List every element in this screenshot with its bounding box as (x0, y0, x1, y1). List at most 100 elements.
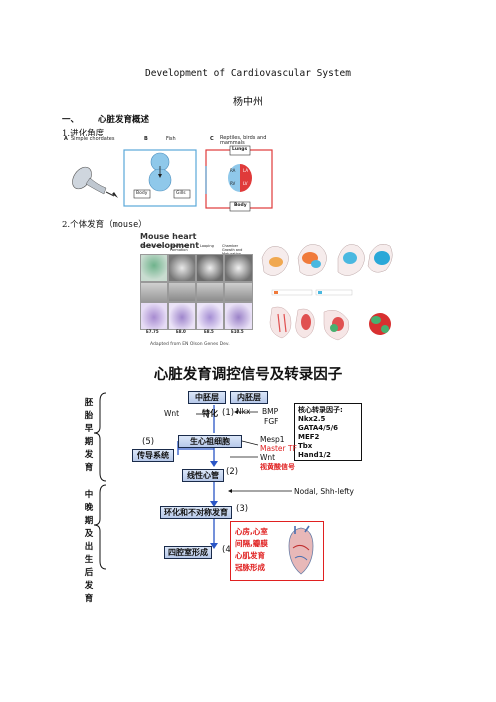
fish-gills-label: Gills (176, 191, 186, 196)
simple-chordate-heart (72, 166, 118, 198)
wnt-label: Wnt (164, 409, 180, 418)
author-name: 杨中州 (233, 97, 263, 108)
note-line-3: 心肌发育 (235, 551, 265, 560)
tf-gata: GATA4/5/6 (298, 424, 338, 432)
ontogeny-organism: mouse (112, 220, 139, 230)
endoderm-box: 内胚层 (230, 391, 268, 404)
note-line-2: 间隔,瓣膜 (235, 539, 268, 548)
day-e10-5: E10.5 (231, 329, 244, 334)
tf-tbx: Tbx (298, 442, 313, 450)
stage-tube-formation: Heart Tube Formation (170, 244, 190, 252)
embryo-outline-2 (297, 244, 327, 276)
embryo-photo-looping (196, 254, 224, 282)
day-e7-75: E7.75 (146, 329, 159, 334)
master-tf-label: Master TF (260, 444, 297, 453)
embryo-sem-looping (196, 282, 224, 302)
heart-field-diagram (261, 244, 393, 341)
tf-mef2: MEF2 (298, 433, 320, 441)
core-tf-box: 核心转录因子: Nkx2.5 GATA4/5/6 MEF2 Tbx Hand1/… (294, 403, 362, 461)
nodal-label: Nodal, Shh-lefty (294, 487, 354, 496)
panel-b-label: Fish (166, 136, 176, 142)
embryo-sem-tube (168, 282, 196, 302)
embryo-sem-chamber (224, 282, 253, 302)
stage-specification: Specification (142, 244, 165, 248)
note-line-1: 心房,心室 (235, 527, 268, 536)
early-development-label: 胚胎早期发育 (84, 398, 94, 473)
note-line-4: 冠脉形成 (235, 563, 265, 572)
lungs-label: Lungs (232, 147, 248, 152)
stage-day-row: E7.75 E8.0 E8.5 E10.5 (140, 329, 252, 335)
embryo-outline-3 (337, 244, 365, 276)
conduction-system-box: 传导系统 (132, 449, 174, 462)
evolution-figure: A Simple chordates B Fish Body Gills C R… (62, 136, 282, 214)
late-development-label: 中晚期及出生后发育 (84, 490, 94, 604)
panel-a-letter: A (64, 136, 68, 142)
day-e8-5: E8.5 (204, 329, 214, 334)
document-title: Development of Cardiovascular System (145, 68, 351, 79)
mammal-body-label: Body (234, 203, 247, 208)
step-5-label: (5) (142, 437, 155, 447)
bmp-label: BMP (262, 407, 279, 416)
ontogeny-prefix: 2.个体发育（ (62, 220, 113, 230)
nkx-label: Nkx (236, 407, 251, 416)
heart-anatomy-icon (288, 525, 314, 575)
progenitor-box: 生心祖细胞 (178, 435, 242, 448)
mouse-figure-title: Mouse heart development (140, 232, 200, 250)
evolution-diagram (72, 145, 273, 212)
fgf-label: FGF (264, 417, 279, 426)
regulation-diagram: 中胚层 内胚层 Wnt 特化 (1) Nkx BMP FGF 核心转录因子: N… (85, 385, 410, 604)
step-3-label: (3) (236, 504, 249, 514)
subsection-evolution: 1.进化角度 (62, 129, 105, 139)
embryo-outline-4 (367, 244, 393, 273)
day-e8-0: E8.0 (176, 329, 186, 334)
wnt-signal-label: Wnt (260, 453, 276, 462)
embryo-photo-specification (140, 254, 168, 282)
four-chamber-box: 四腔室形成 (164, 546, 212, 559)
mouse-figure-credit: Adapted from EN Olson Genes Dev. (150, 342, 230, 347)
section-title: 心脏发育概述 (97, 115, 149, 125)
panel-c-letter: C (210, 136, 214, 142)
core-tf-title: 核心转录因子: (298, 406, 343, 414)
la-label: LA (243, 168, 249, 173)
fish-body-label: Body (136, 191, 148, 196)
step-1-label: (1) (222, 408, 235, 418)
panel-c-label: Reptiles, birds and mammals (220, 135, 267, 146)
legend-strip (271, 289, 353, 296)
tf-nkx25: Nkx2.5 (298, 415, 326, 423)
mesp1-label: Mesp1 (260, 435, 285, 444)
step-4-label: (4) (222, 545, 235, 555)
retinoic-acid-label: 视黄酸信号 (260, 463, 295, 471)
ontogeny-suffix: ） (138, 220, 147, 230)
stage-looping: Looping (200, 244, 214, 248)
rv-label: RV (230, 181, 236, 186)
mouse-stage-row: Specification Heart Tube Formation Loopi… (140, 244, 252, 256)
mesoderm-box: 中胚层 (188, 391, 226, 404)
section-heading: 一、 心脏发育概述 (62, 113, 149, 125)
four-chamber-note-box: 心房,心室 间隔,瓣膜 心肌发育 冠脉形成 (230, 521, 324, 581)
embryo-schematic-looping (196, 302, 224, 330)
regulation-diagram-title: 心脏发育调控信号及转录因子 (153, 367, 343, 383)
panel-a-label: Simple chordates (71, 136, 115, 142)
embryo-schematic-tube (168, 302, 196, 330)
embryo-photo-chamber (224, 254, 253, 282)
embryo-section-views (269, 306, 391, 341)
embryo-sem-specification (140, 282, 168, 302)
tf-hand: Hand1/2 (298, 451, 331, 459)
embryo-image-grid (140, 254, 253, 336)
embryo-photo-tube (168, 254, 196, 282)
specification-label: 特化 (202, 409, 218, 418)
linear-heart-tube-box: 线性心管 (182, 469, 224, 482)
mammal-heart-circuit (205, 145, 273, 212)
step-2-label: (2) (226, 467, 239, 477)
looping-box: 环化和不对称发育 (160, 506, 232, 519)
embryo-outline-1 (261, 246, 289, 276)
heart-field-figure (254, 236, 396, 354)
panel-b-letter: B (144, 136, 148, 142)
mouse-heart-figure: Mouse heart development Specification He… (140, 232, 253, 354)
fish-heart-circuit (123, 149, 197, 207)
embryo-schematic-chamber (224, 302, 253, 330)
subsection-ontogeny: 2.个体发育（mouse） (62, 218, 147, 230)
ra-label: RA (230, 168, 236, 173)
lv-label: LV (243, 181, 248, 186)
section-number: 一、 (62, 115, 80, 125)
